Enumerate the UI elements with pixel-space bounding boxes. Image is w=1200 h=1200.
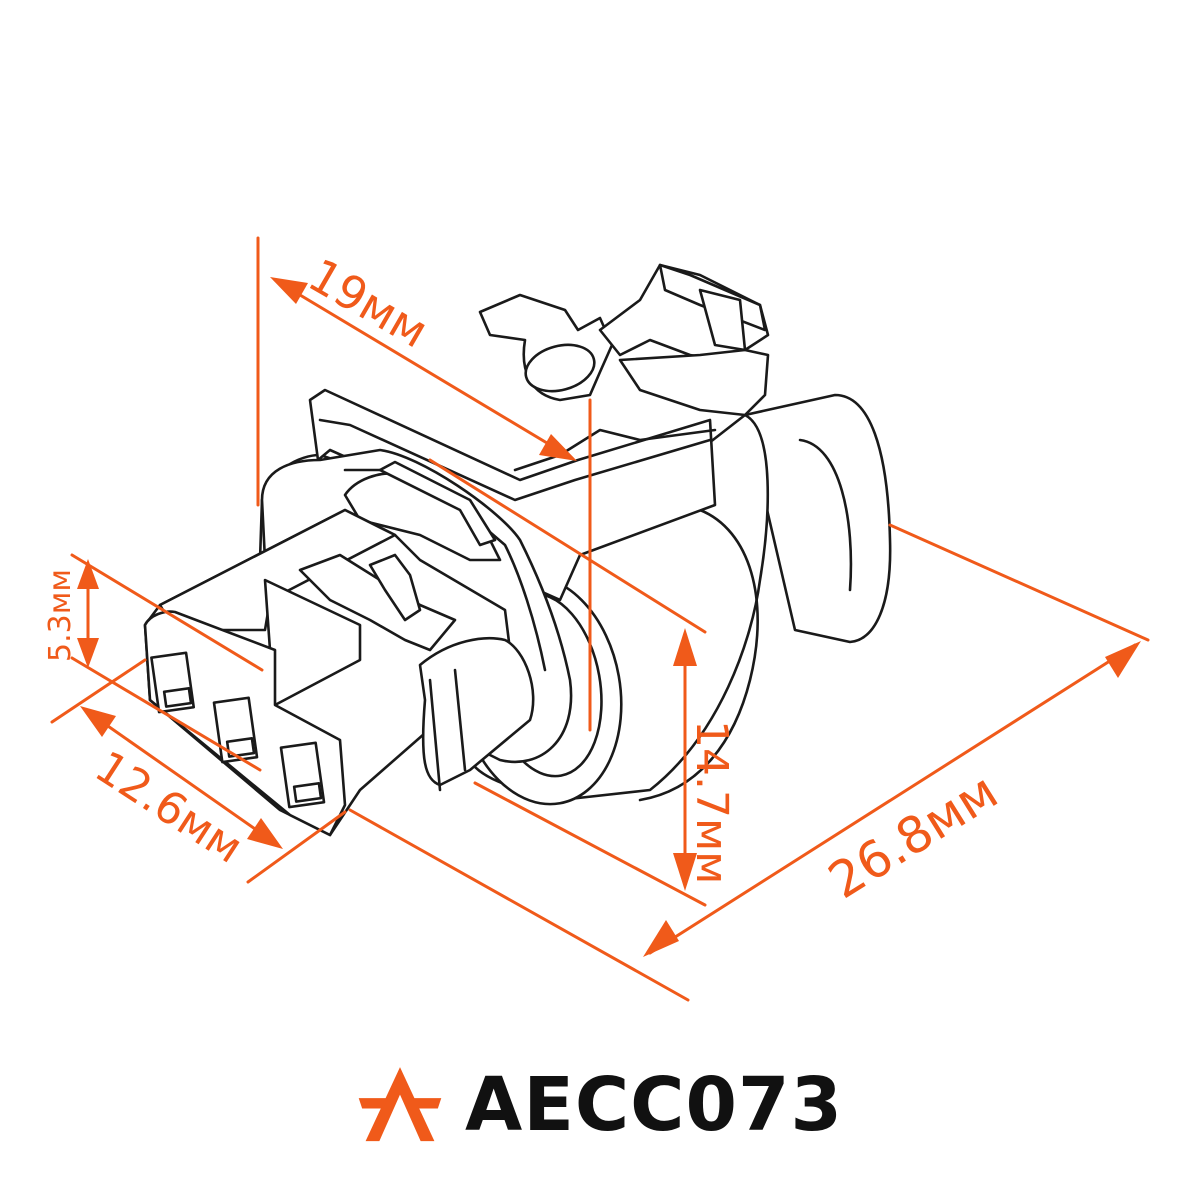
terminal-cavity-1 — [150, 651, 196, 714]
terminal-pin-1 — [162, 686, 193, 708]
inner-latch-lip — [378, 460, 497, 547]
latch-base — [618, 348, 770, 417]
dim-53-ext-top — [70, 553, 264, 672]
rear-flange-inner — [798, 438, 853, 592]
arrow-147-bottom — [673, 853, 697, 891]
connector-body — [143, 263, 892, 837]
latch-hole — [524, 343, 596, 393]
plug-side-block — [298, 553, 457, 652]
dim-268-ext-top — [888, 523, 1150, 642]
arrow-268-top — [1105, 641, 1141, 678]
arrow-126-right — [247, 818, 283, 849]
dim-126-line — [83, 708, 280, 847]
arrow-147-top — [673, 628, 697, 666]
dim-126-ext-right — [246, 810, 347, 884]
product-code: AECC073 — [465, 1062, 843, 1148]
arrow-53-top — [77, 559, 99, 589]
plug-tab — [368, 553, 422, 622]
dim-147-ext-top — [428, 458, 707, 634]
arrowheads — [77, 277, 1141, 957]
arrow-19-right — [539, 434, 577, 461]
dim-268-line — [648, 643, 1137, 955]
dim-19-line — [273, 278, 574, 460]
terminal-cavity-2 — [212, 696, 259, 764]
dim-label-53: 5.3мм — [43, 569, 78, 662]
cylinder-body — [638, 508, 759, 802]
arrow-53-bottom — [77, 638, 99, 668]
brand-a-logo-icon — [358, 1067, 442, 1142]
terminal-cavity-3 — [279, 741, 326, 809]
dim-53-ext-bottom — [70, 656, 262, 772]
arrow-19-left — [270, 277, 308, 304]
dim-126-ext-left — [50, 658, 147, 724]
arrow-268-bottom — [643, 920, 679, 957]
frame-inner — [318, 418, 712, 502]
terminal-pin-2 — [225, 736, 256, 758]
dim-label-147: 14.7мм — [686, 720, 737, 884]
plug-cover-side — [428, 668, 467, 792]
front-face-window — [343, 468, 547, 672]
plug-cover — [418, 636, 535, 787]
product-caption: AECC073 — [0, 1050, 1200, 1160]
terminal-pin-3 — [292, 781, 323, 803]
frame-rail — [513, 428, 717, 472]
dim-label-19: 19мм — [300, 248, 438, 359]
dim-268-ext-bottom — [348, 808, 690, 1002]
arrow-126-left — [80, 706, 116, 737]
plug-slab — [263, 578, 362, 707]
dim-147-ext-bottom — [473, 781, 707, 907]
dimension-lines — [50, 236, 1150, 1002]
rear-flange — [743, 393, 892, 644]
